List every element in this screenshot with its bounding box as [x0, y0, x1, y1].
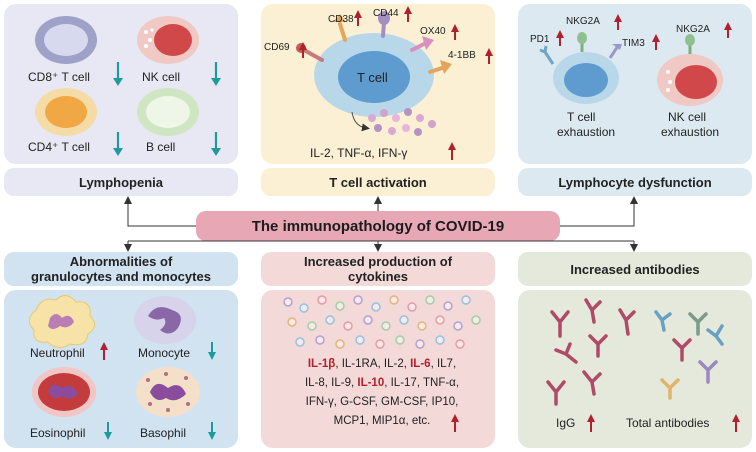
eosinophil-icon [32, 367, 96, 417]
cytokine-list: IL-1β, IL-1RA, IL-2, IL-6, IL7, IL-8, IL… [270, 355, 494, 431]
nk-cell-icon [137, 16, 199, 64]
cytokine-il6: IL-6 [410, 358, 431, 370]
marker-cd44: CD44 [373, 8, 399, 19]
exhausted-nk-cell-icon [657, 34, 723, 106]
b-cell-label: B cell [146, 140, 176, 154]
cd8-tcell-icon [35, 16, 97, 64]
tcell-cytokines-label: IL-2, TNF-α, IFN-γ [310, 146, 408, 160]
marker-tim3: TIM3 [622, 38, 645, 49]
nk-exhaustion-line1: NK cell [668, 110, 707, 124]
tcell-exhaustion-line1: T cell [567, 110, 596, 124]
lymphopenia-title: Lymphopenia [4, 168, 238, 196]
cytokine-line-3: IFN-γ, G-CSF, GM-CSF, IP10, [305, 396, 459, 408]
cytokine-il10: IL-10 [357, 377, 385, 389]
marker-4-1bb: 4-1BB [448, 50, 476, 61]
lymphopenia-down-arrows [113, 62, 221, 156]
cytokines-title-line1: Increased production of [303, 254, 453, 269]
granulocytes-title-line1: Abnormalities of [69, 254, 173, 269]
cytokine-line2-text-b: , IL-17, TNF-α, [384, 377, 460, 389]
granulocytes-title: Abnormalities of granulocytes and monocy… [4, 252, 238, 286]
connector-lines [124, 196, 638, 252]
cytokine-line2-text-a: IL-8, IL-9, [304, 377, 358, 389]
cd4-tcell-icon [35, 88, 97, 136]
nk-cell-label: NK cell [142, 70, 181, 84]
activated-tcell-icon [314, 33, 434, 117]
basophil-icon [136, 367, 200, 417]
exhausted-tcell-icon [539, 32, 622, 104]
lymph-dysfunction-title: Lymphocyte dysfunction [518, 168, 752, 196]
cytokines-title: Increased production of cytokines [261, 252, 495, 286]
cytokine-line-1: IL-1β, IL-1RA, IL-2, IL-6, IL7, [270, 355, 494, 374]
monocyte-label: Monocyte [138, 346, 191, 360]
b-cell-icon [137, 88, 199, 136]
antibodies-title: Increased antibodies [518, 252, 752, 286]
tcell-activation-title: T cell activation [261, 168, 495, 196]
tcell-label: T cell [357, 70, 388, 85]
cytokine-dots [283, 295, 481, 349]
eosinophil-label: Eosinophil [30, 426, 86, 440]
igg-label: IgG [556, 416, 576, 430]
up-arrows [100, 6, 740, 432]
total-antibody-icons [654, 310, 724, 400]
cd8-tcell-label: CD8⁺ T cell [28, 70, 90, 84]
nk-exhaustion-line2: exhaustion [661, 125, 720, 139]
cytokine-line-4: MCP1, MIP1α, etc. [333, 415, 431, 427]
cytokine-il1b: IL-1β [307, 358, 336, 370]
marker-cd69: CD69 [264, 42, 290, 53]
granulocyte-down-arrows [104, 342, 216, 440]
secreted-cytokine-dots [351, 108, 436, 136]
marker-pd1: PD1 [530, 34, 550, 45]
tcell-exhaustion-line2: exhaustion [557, 125, 616, 139]
igg-antibody-icons [546, 298, 636, 406]
basophil-label: Basophil [140, 426, 187, 440]
cytokine-line-2: IL-8, IL-9, IL-10, IL-17, TNF-α, [270, 374, 494, 393]
marker-nkg2a-nk: NKG2A [676, 24, 710, 35]
cytokines-title-line2: cytokines [348, 269, 408, 284]
cd4-tcell-label: CD4⁺ T cell [28, 140, 90, 154]
neutrophil-label: Neutrophil [30, 346, 85, 360]
marker-cd38: CD38 [328, 14, 354, 25]
neutrophil-icon [29, 295, 95, 348]
marker-nkg2a-t: NKG2A [566, 16, 600, 27]
granulocytes-title-line2: granulocytes and monocytes [31, 269, 211, 284]
marker-ox40: OX40 [420, 26, 446, 37]
cytokine-line1-text-a: , IL-1RA, IL-2, [335, 358, 411, 370]
monocyte-icon [134, 296, 196, 344]
center-title: The immunopathology of COVID-19 [196, 211, 560, 241]
total-antibodies-label: Total antibodies [626, 416, 710, 430]
cytokine-line1-text-b: , IL7, [430, 358, 457, 370]
